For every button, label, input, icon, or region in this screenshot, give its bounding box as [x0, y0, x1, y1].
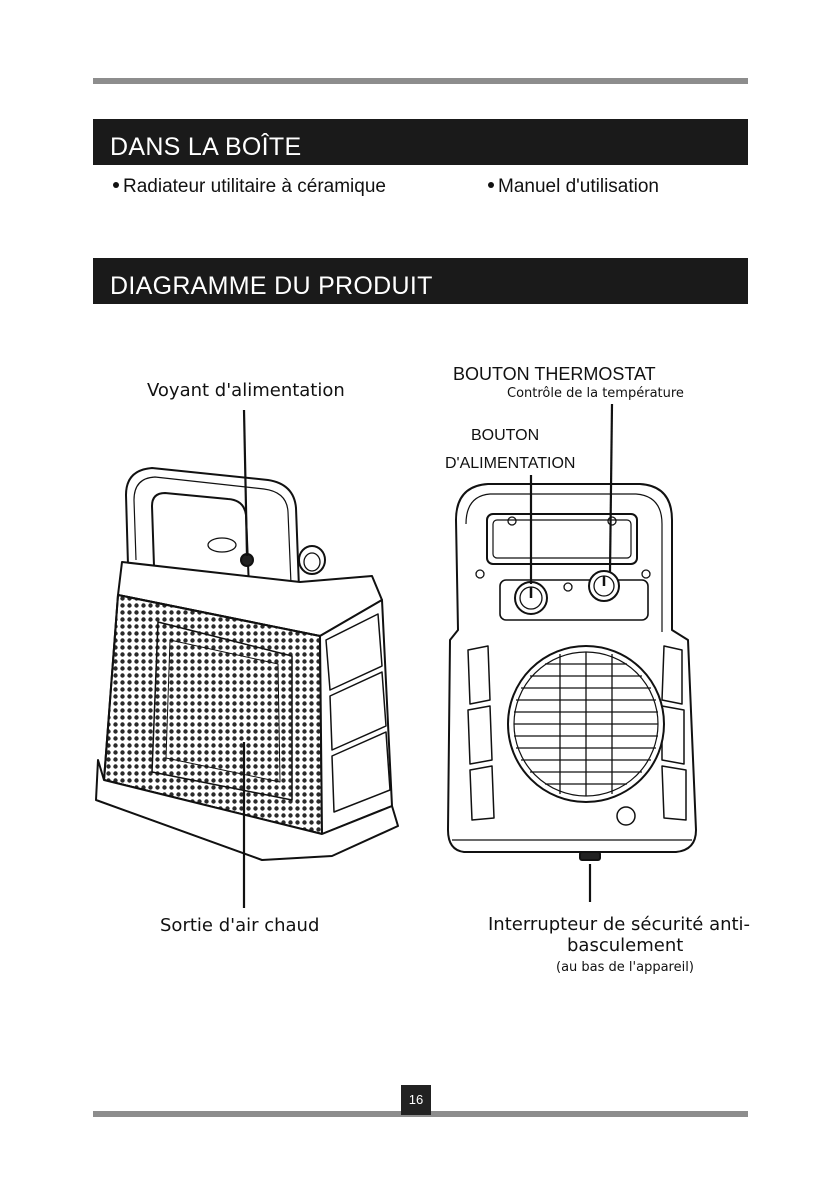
- leader-power-light: [244, 410, 247, 556]
- label-tip-switch-note: (au bas de l'appareil): [556, 960, 694, 975]
- label-thermostat-title: BOUTON THERMOSTAT: [453, 364, 656, 385]
- heater-front-view: [448, 484, 696, 860]
- label-hot-air-outlet: Sortie d'air chaud: [160, 915, 319, 936]
- label-power-button-2: D'ALIMENTATION: [445, 455, 575, 473]
- tip-over-switch-icon: [580, 852, 600, 860]
- label-tip-switch-1: Interrupteur de sécurité anti-: [488, 914, 750, 935]
- label-thermostat-sub: Contrôle de la température: [507, 386, 684, 401]
- label-power-light: Voyant d'alimentation: [147, 380, 345, 401]
- page-number: 16: [401, 1085, 431, 1115]
- label-tip-switch-2: basculement: [567, 935, 683, 956]
- label-power-button-1: BOUTON: [471, 427, 539, 445]
